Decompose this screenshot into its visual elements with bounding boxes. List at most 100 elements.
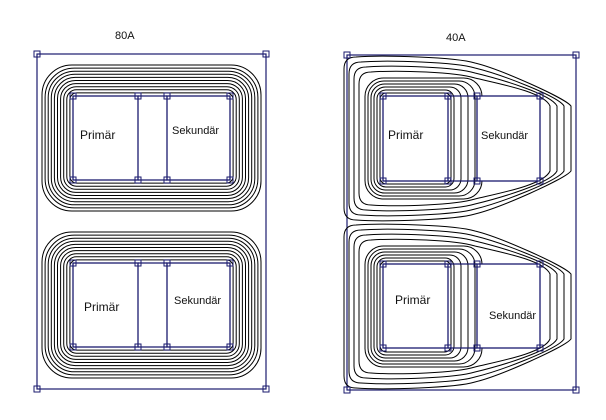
flux-line	[41, 64, 262, 212]
node-marker	[163, 176, 171, 184]
node-marker	[536, 344, 544, 352]
node-marker	[444, 177, 452, 185]
node-marker	[163, 92, 171, 100]
primary-label: Primär	[395, 293, 430, 307]
node-markers	[343, 51, 580, 394]
node-marker	[572, 51, 580, 59]
flux-line	[53, 243, 250, 367]
flux-line	[358, 70, 551, 207]
node-marker	[134, 176, 142, 184]
node-marker	[379, 260, 387, 268]
secondary-label: Sekundär	[489, 310, 536, 322]
node-marker	[536, 177, 544, 185]
node-marker	[473, 260, 481, 268]
node-marker	[226, 92, 234, 100]
node-marker	[262, 385, 270, 393]
flux-line	[370, 83, 469, 194]
node-marker	[343, 386, 351, 394]
secondary-coil	[166, 262, 231, 348]
flux-line	[63, 86, 240, 190]
primary-coil	[72, 95, 139, 181]
panel-title-40a: 40A	[446, 32, 466, 44]
flux-line	[47, 237, 256, 373]
winding-window-upper: Primär Sekundär	[382, 95, 541, 182]
primary-label: Primär	[80, 128, 115, 142]
node-marker	[473, 344, 481, 352]
node-marker	[163, 259, 171, 267]
secondary-coil	[476, 263, 541, 349]
flux-line	[376, 89, 455, 188]
node-marker	[69, 92, 77, 100]
winding-window-lower: Primär Sekundär	[72, 262, 231, 348]
flux-line	[66, 256, 237, 354]
flux-line	[57, 247, 246, 363]
secondary-label: Sekundär	[174, 295, 221, 307]
node-marker	[134, 259, 142, 267]
flux-line	[69, 92, 234, 184]
flux-line	[373, 254, 462, 359]
flux-line	[367, 80, 476, 197]
primary-label: Primär	[84, 300, 119, 314]
flux-line	[379, 260, 452, 353]
secondary-label: Sekundär	[481, 130, 528, 142]
node-marker	[444, 260, 452, 268]
flux-line	[44, 67, 259, 209]
flux-line	[343, 55, 572, 222]
flux-line	[53, 76, 250, 200]
secondary-label: Sekundär	[172, 125, 219, 137]
winding-window-upper: Primär Sekundär	[72, 95, 231, 181]
node-marker	[33, 50, 41, 58]
flux-lines-80a	[41, 64, 262, 379]
flux-line	[50, 73, 253, 203]
node-marker	[444, 92, 452, 100]
primary-coil	[72, 262, 139, 348]
node-marker	[134, 343, 142, 351]
flux-line	[376, 257, 455, 356]
flux-line	[348, 60, 565, 217]
node-marker	[536, 92, 544, 100]
flux-line	[60, 250, 243, 360]
flux-line	[370, 251, 469, 362]
core-outline	[346, 54, 577, 391]
flux-line	[60, 83, 243, 193]
node-marker	[379, 177, 387, 185]
node-marker	[69, 343, 77, 351]
node-marker	[226, 343, 234, 351]
core-outline	[36, 53, 267, 390]
secondary-coil	[166, 95, 231, 181]
node-markers	[33, 50, 270, 393]
node-marker	[536, 260, 544, 268]
node-marker	[473, 92, 481, 100]
node-marker	[572, 386, 580, 394]
flux-line	[66, 89, 237, 187]
flux-line	[50, 240, 253, 370]
flux-line	[348, 228, 565, 385]
flux-line	[63, 253, 240, 357]
flux-line	[343, 223, 572, 390]
flux-line	[353, 233, 558, 380]
node-marker	[163, 343, 171, 351]
node-marker	[379, 344, 387, 352]
node-marker	[343, 51, 351, 59]
flux-line	[69, 259, 234, 351]
panel-80a: 80A Primär Sekundär Primär Sekundär	[33, 30, 270, 393]
node-marker	[379, 92, 387, 100]
flux-line	[358, 238, 551, 375]
flux-line	[379, 92, 452, 185]
primary-label: Primär	[388, 128, 423, 142]
flux-line	[47, 70, 256, 206]
node-marker	[226, 259, 234, 267]
node-marker	[69, 176, 77, 184]
winding-window-lower: Primär Sekundär	[382, 263, 541, 349]
secondary-coil	[476, 95, 541, 182]
primary-coil	[382, 95, 449, 182]
flux-line	[367, 248, 476, 365]
node-marker	[473, 177, 481, 185]
node-marker	[33, 385, 41, 393]
flux-line	[41, 231, 262, 379]
node-marker	[262, 50, 270, 58]
node-marker	[69, 259, 77, 267]
node-marker	[134, 92, 142, 100]
flux-line	[57, 80, 246, 196]
